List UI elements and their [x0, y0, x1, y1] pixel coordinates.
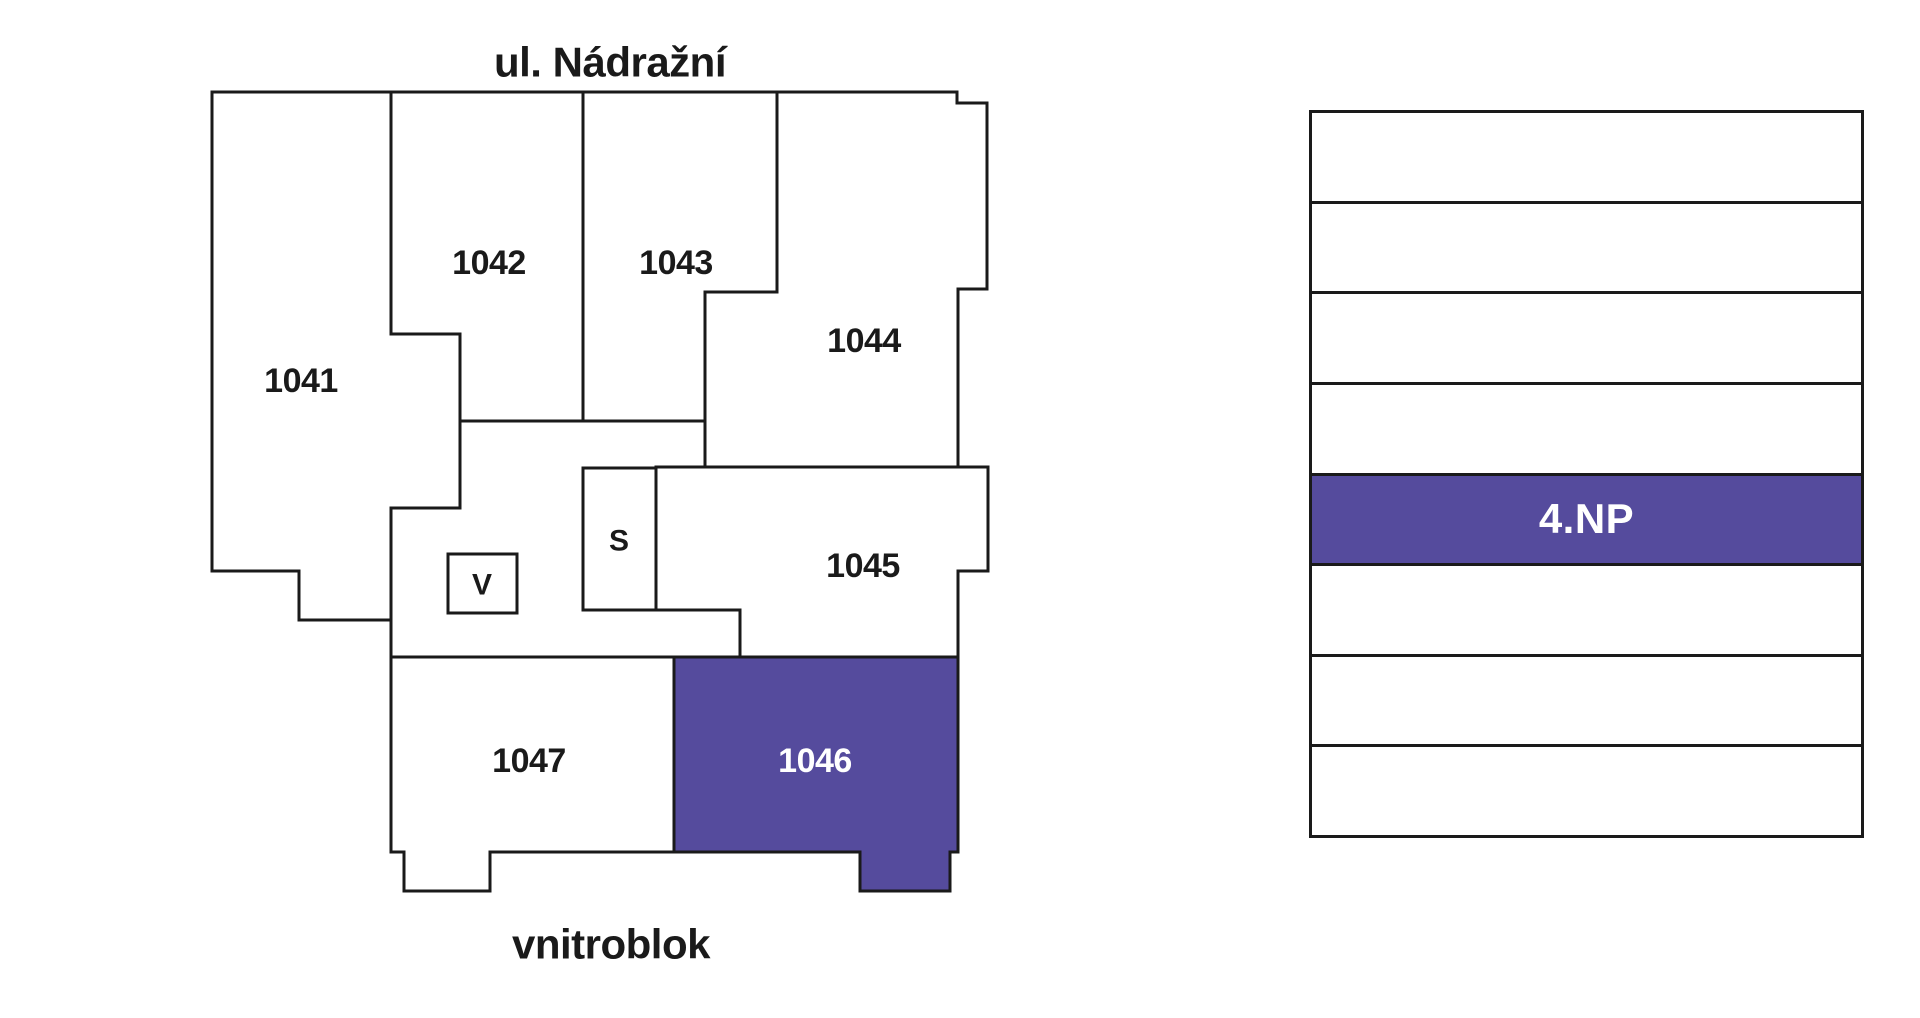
- floor-row-5-selected[interactable]: 4.NP: [1312, 472, 1861, 564]
- floor-row-4[interactable]: [1312, 381, 1861, 473]
- floor-row-2[interactable]: [1312, 200, 1861, 292]
- floor-row-1[interactable]: [1312, 113, 1861, 201]
- unit-1047[interactable]: [389, 655, 676, 893]
- floor-row-7[interactable]: [1312, 653, 1861, 745]
- courtyard-label: vnitroblok: [512, 921, 711, 968]
- floor-row-8[interactable]: [1312, 744, 1861, 835]
- floor-selector: 4.NP: [1309, 110, 1864, 838]
- unit-1045-label: 1045: [826, 547, 900, 585]
- room-v-box: [446, 552, 519, 615]
- unit-1044[interactable]: [703, 90, 989, 469]
- unit-1046[interactable]: [672, 655, 960, 893]
- selected-floor-label: 4.NP: [1538, 495, 1635, 543]
- unit-1042-label: 1042: [452, 244, 526, 282]
- unit-1041-label: 1041: [264, 362, 338, 400]
- unit-1043-label: 1043: [639, 244, 713, 282]
- room-v-label: V: [472, 569, 492, 602]
- unit-1046-label: 1046: [778, 742, 852, 780]
- street-label: ul. Nádražní: [494, 39, 728, 86]
- room-s-label: S: [609, 525, 629, 558]
- unit-1044-label: 1044: [827, 322, 901, 360]
- unit-1045[interactable]: [654, 465, 990, 659]
- room-s-box: [581, 466, 658, 612]
- floor-row-6[interactable]: [1312, 563, 1861, 654]
- floor-row-3[interactable]: [1312, 291, 1861, 382]
- unit-1047-label: 1047: [492, 742, 566, 780]
